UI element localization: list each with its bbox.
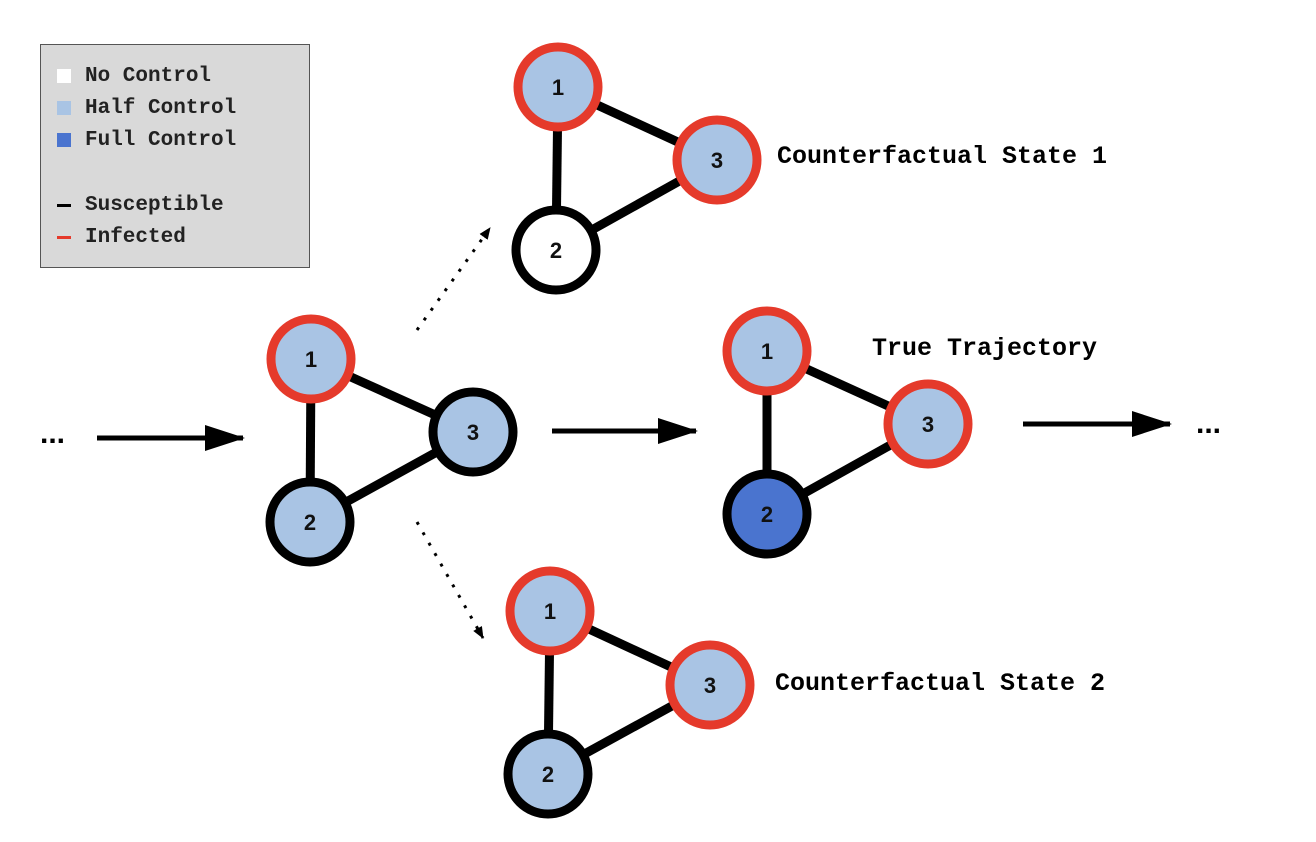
legend-dash-susceptible xyxy=(57,203,71,207)
dotted-arrow-to-counterfactual-1 xyxy=(415,227,492,331)
legend-swatch-full-control xyxy=(57,133,71,147)
legend-swatch-no-control xyxy=(57,69,71,83)
label-counterfactual-state-1: Counterfactual State 1 xyxy=(777,142,1107,171)
node-label-1: 1 xyxy=(552,75,564,100)
node-3 xyxy=(665,640,755,730)
node-label-2: 2 xyxy=(761,502,773,527)
node-label-2: 2 xyxy=(304,510,316,535)
legend-label-half-control: Half Control xyxy=(85,96,237,120)
legend-item-no-control: No Control xyxy=(57,64,211,88)
graph-counterfactual-2: 1 2 3 xyxy=(503,566,755,819)
node-3 xyxy=(883,379,973,469)
legend-label-susceptible: Susceptible xyxy=(85,193,224,217)
node-2 xyxy=(722,469,812,559)
graph-true-trajectory: 1 2 3 xyxy=(722,306,973,559)
node-label-1: 1 xyxy=(544,599,556,624)
node-label-2: 2 xyxy=(550,238,562,263)
legend-swatch-half-control xyxy=(57,101,71,115)
legend-label-no-control: No Control xyxy=(85,64,212,88)
node-label-3: 3 xyxy=(704,673,716,698)
node-1 xyxy=(266,314,356,404)
node-label-3: 3 xyxy=(922,412,934,437)
node-2 xyxy=(511,205,601,295)
legend-label-infected: Infected xyxy=(85,225,186,249)
dotted-arrow-to-counterfactual-2 xyxy=(415,521,485,639)
label-true-trajectory: True Trajectory xyxy=(872,334,1097,363)
legend-label-full-control: Full Control xyxy=(85,128,237,152)
label-counterfactual-state-2: Counterfactual State 2 xyxy=(775,669,1105,698)
graph-counterfactual-1: 1 2 3 xyxy=(511,42,762,295)
node-3 xyxy=(428,387,518,477)
legend-dash-infected xyxy=(57,235,71,239)
node-1 xyxy=(722,306,812,396)
ellipsis-right: ... xyxy=(1196,407,1221,440)
node-label-1: 1 xyxy=(305,347,317,372)
node-1 xyxy=(513,42,603,132)
ellipsis-left: ... xyxy=(40,417,65,450)
node-3 xyxy=(672,115,762,205)
legend-item-full-control: Full Control xyxy=(57,128,236,152)
node-2 xyxy=(503,729,593,819)
node-label-1: 1 xyxy=(761,339,773,364)
node-label-3: 3 xyxy=(467,420,479,445)
node-label-2: 2 xyxy=(542,762,554,787)
legend-item-half-control: Half Control xyxy=(57,96,236,120)
legend-item-infected: Infected xyxy=(57,225,186,249)
legend: No Control Half Control Full Control Sus… xyxy=(40,44,310,268)
graph-current: 1 2 3 xyxy=(265,314,518,567)
node-1 xyxy=(505,566,595,656)
legend-item-susceptible: Susceptible xyxy=(57,193,224,217)
node-2 xyxy=(265,477,355,567)
node-label-3: 3 xyxy=(711,148,723,173)
